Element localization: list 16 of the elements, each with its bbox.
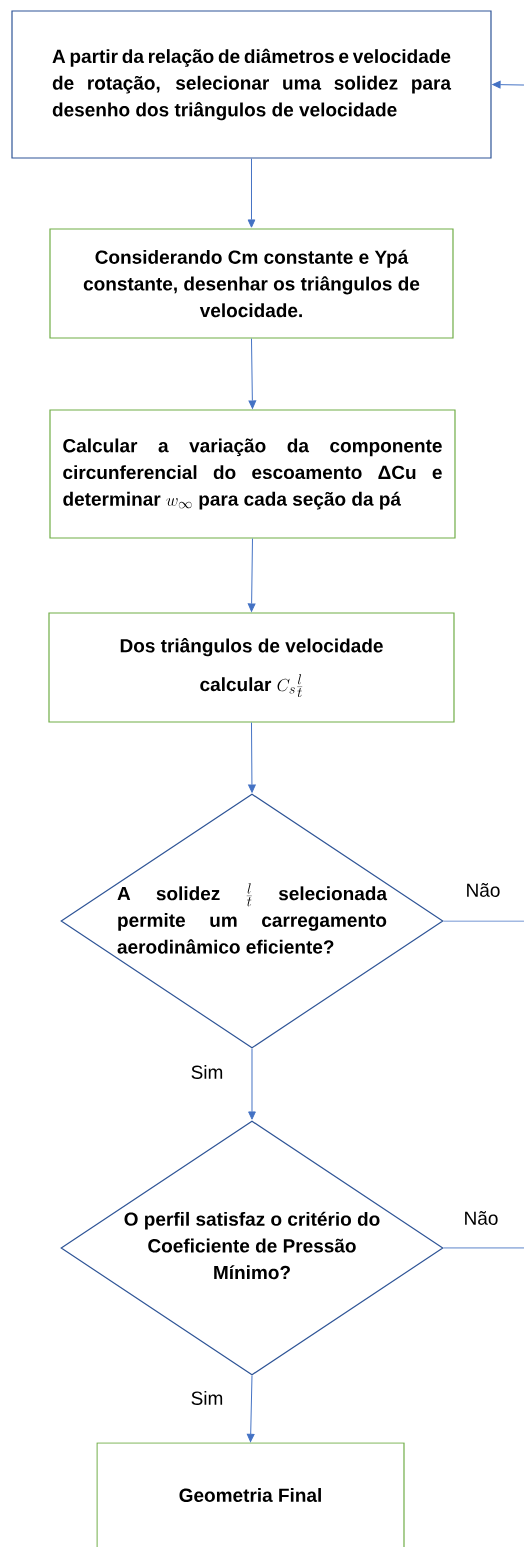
process-box: Dos triângulos de velocidade calcular $C_s\frac{l}{t}$ — [48, 612, 455, 723]
arrow — [248, 722, 256, 793]
edge-label: Não — [462, 1210, 500, 1226]
process-box: Geometria Final — [96, 1442, 405, 1547]
process-box: Considerando Cm constante e Ypá constante, desenhar os triângulos de velocidade. — [49, 228, 454, 339]
edge-label: Não — [464, 882, 502, 898]
arrow — [248, 338, 257, 409]
edge-label: Sim — [189, 1390, 225, 1406]
arrow — [246, 1375, 255, 1443]
arrow — [247, 158, 256, 228]
process-box: A partir da relação de diâmetros e velocidade de rotação, selecionar uma solidez para desenho dos triângulos de velocidade — [11, 10, 492, 159]
arrow — [492, 80, 524, 89]
arrow — [247, 538, 256, 612]
arrow — [248, 1048, 256, 1120]
process-box: Calcular a variação da componente circunferencial do escoamento ΔCu e determinar $w_{\infty}$ para cada seção da pá — [49, 409, 456, 539]
edge-label: Sim — [189, 1064, 225, 1080]
